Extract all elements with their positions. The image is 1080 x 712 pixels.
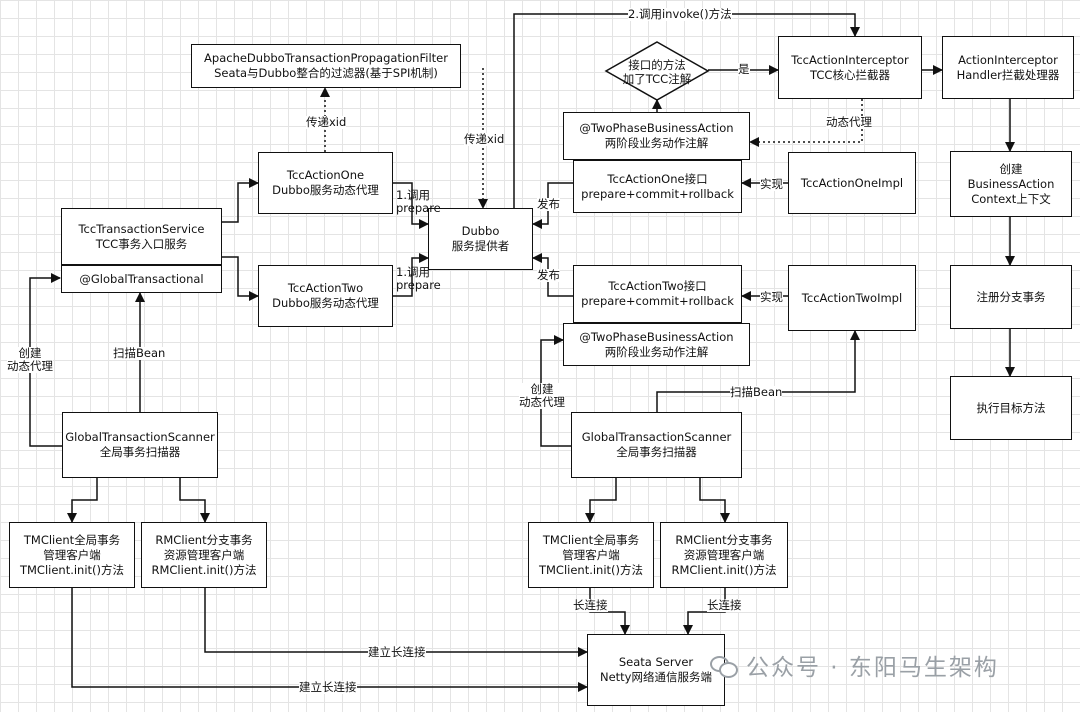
- label-publish-2: 发布: [537, 268, 560, 282]
- apache-filter-box: ApacheDubboTransactionPropagationFilter …: [191, 44, 461, 88]
- create-context-text: 创建 BusinessAction Context上下文: [967, 161, 1055, 206]
- scanner-left-box: GlobalTransactionScanner 全局事务扫描器: [62, 412, 218, 478]
- label-pass-xid-2: 传递xid: [464, 132, 505, 146]
- label-build-long-conn-2: 建立长连接: [299, 680, 357, 694]
- two-interface-box: TccActionTwo接口 prepare+commit+rollback: [573, 265, 742, 323]
- two-phase-one-box: @TwoPhaseBusinessAction 两阶段业务动作注解: [563, 112, 750, 160]
- dubbo-provider-text: Dubbo 服务提供者: [451, 224, 510, 253]
- one-impl-text: TccActionOneImpl: [800, 175, 904, 190]
- execute-target-box: 执行目标方法: [950, 376, 1072, 440]
- scanner-left-text: GlobalTransactionScanner 全局事务扫描器: [65, 430, 215, 459]
- edge-scanner-rm-right: [699, 478, 730, 523]
- label-create-proxy-right: 创建 动态代理: [519, 382, 565, 409]
- label-create-proxy-left: 创建 动态代理: [7, 346, 53, 373]
- edge-service-two: [222, 256, 259, 301]
- action-handler-box: ActionInterceptor Handler拦截处理器: [942, 36, 1074, 99]
- edge-scanner-tm-right: [585, 478, 617, 523]
- wechat-icon: [710, 654, 738, 678]
- decision-text: 接口的方法 加了TCC注解: [622, 58, 692, 86]
- two-phase-one-text: @TwoPhaseBusinessAction 两阶段业务动作注解: [579, 121, 734, 150]
- seata-server-box: Seata Server Netty网络通信服务端: [587, 634, 725, 706]
- one-interface-text: TccActionOne接口 prepare+commit+rollback: [581, 171, 734, 201]
- tm-left-box: TMClient全局事务 管理客户端 TMClient.init()方法: [9, 522, 135, 588]
- register-branch-box: 注册分支事务: [950, 265, 1072, 329]
- create-context-box: 创建 BusinessAction Context上下文: [950, 151, 1072, 217]
- apache-filter-text: ApacheDubboTransactionPropagationFilter …: [204, 51, 448, 80]
- rm-left-text: RMClient分支事务 资源管理客户端 RMClient.init()方法: [151, 532, 257, 577]
- rm-left-box: RMClient分支事务 资源管理客户端 RMClient.init()方法: [141, 522, 267, 588]
- edge-scanner-tm-left: [67, 478, 98, 523]
- label-long-conn-1: 长连接: [573, 598, 608, 612]
- two-phase-two-box: @TwoPhaseBusinessAction 两阶段业务动作注解: [563, 323, 750, 366]
- scanner-right-text: GlobalTransactionScanner 全局事务扫描器: [581, 430, 732, 459]
- label-implement-2: 实现: [760, 290, 783, 304]
- edge-two-dubbo: [393, 253, 429, 297]
- execute-target-text: 执行目标方法: [976, 400, 1046, 415]
- label-scan-bean-left: 扫描Bean: [113, 346, 166, 360]
- tcc-interceptor-text: TccActionInterceptor TCC核心拦截器: [791, 52, 909, 82]
- two-impl-text: TccActionTwoImpl: [801, 290, 903, 305]
- label-long-conn-2: 长连接: [707, 598, 742, 612]
- two-phase-two-text: @TwoPhaseBusinessAction 两阶段业务动作注解: [579, 329, 734, 359]
- dubbo-provider-box: Dubbo 服务提供者: [428, 208, 533, 270]
- tcc-action-two-proxy-text: TccActionTwo Dubbo服务动态代理: [272, 281, 379, 310]
- label-dynamic-proxy: 动态代理: [826, 115, 872, 129]
- two-interface-text: TccActionTwo接口 prepare+commit+rollback: [581, 279, 734, 308]
- tcc-action-one-proxy-box: TccActionOne Dubbo服务动态代理: [258, 152, 393, 214]
- rm-right-text: RMClient分支事务 资源管理客户端 RMClient.init()方法: [671, 532, 777, 577]
- rm-right-box: RMClient分支事务 资源管理客户端 RMClient.init()方法: [660, 522, 788, 588]
- tm-right-box: TMClient全局事务 管理客户端 TMClient.init()方法: [528, 522, 654, 588]
- global-transactional-box: @GlobalTransactional: [61, 265, 222, 293]
- tcc-transaction-service-text: TccTransactionService TCC事务入口服务: [78, 221, 205, 251]
- edge-service-one: [222, 178, 259, 223]
- label-publish-1: 发布: [537, 197, 560, 211]
- watermark: 公众号 · 东阳马生架构: [710, 648, 999, 682]
- label-call-prepare-2: 1.调用 prepare: [396, 265, 441, 292]
- edge-build-conn-1: [204, 588, 588, 657]
- scanner-right-box: GlobalTransactionScanner 全局事务扫描器: [571, 412, 742, 478]
- register-branch-text: 注册分支事务: [976, 289, 1046, 304]
- global-transactional-text: @GlobalTransactional: [79, 271, 204, 286]
- tcc-action-two-proxy-box: TccActionTwo Dubbo服务动态代理: [258, 265, 393, 327]
- label-invoke: 2.调用invoke()方法: [628, 7, 732, 21]
- label-scan-bean-right: 扫描Bean: [730, 385, 783, 399]
- tm-left-text: TMClient全局事务 管理客户端 TMClient.init()方法: [19, 532, 125, 577]
- label-pass-xid-1: 传递xid: [306, 115, 347, 129]
- tcc-transaction-service-box: TccTransactionService TCC事务入口服务: [61, 208, 222, 265]
- one-interface-box: TccActionOne接口 prepare+commit+rollback: [573, 160, 742, 213]
- label-yes: 是: [738, 62, 750, 76]
- one-impl-box: TccActionOneImpl: [788, 152, 916, 214]
- edge-scanner-rm-left: [179, 478, 210, 523]
- tcc-interceptor-box: TccActionInterceptor TCC核心拦截器: [778, 36, 922, 99]
- label-call-prepare-1: 1.调用 prepare: [396, 188, 441, 215]
- seata-server-text: Seata Server Netty网络通信服务端: [599, 655, 712, 684]
- tm-right-text: TMClient全局事务 管理客户端 TMClient.init()方法: [538, 532, 644, 577]
- edge-one-dubbo: [393, 182, 429, 229]
- action-handler-text: ActionInterceptor Handler拦截处理器: [956, 52, 1060, 82]
- label-implement-1: 实现: [760, 177, 783, 191]
- label-build-long-conn-1: 建立长连接: [368, 645, 426, 659]
- edge-build-conn-2: [71, 588, 588, 692]
- two-impl-box: TccActionTwoImpl: [788, 265, 916, 331]
- tcc-action-one-proxy-text: TccActionOne Dubbo服务动态代理: [272, 168, 379, 197]
- watermark-text: 公众号 · 东阳马生架构: [746, 655, 999, 681]
